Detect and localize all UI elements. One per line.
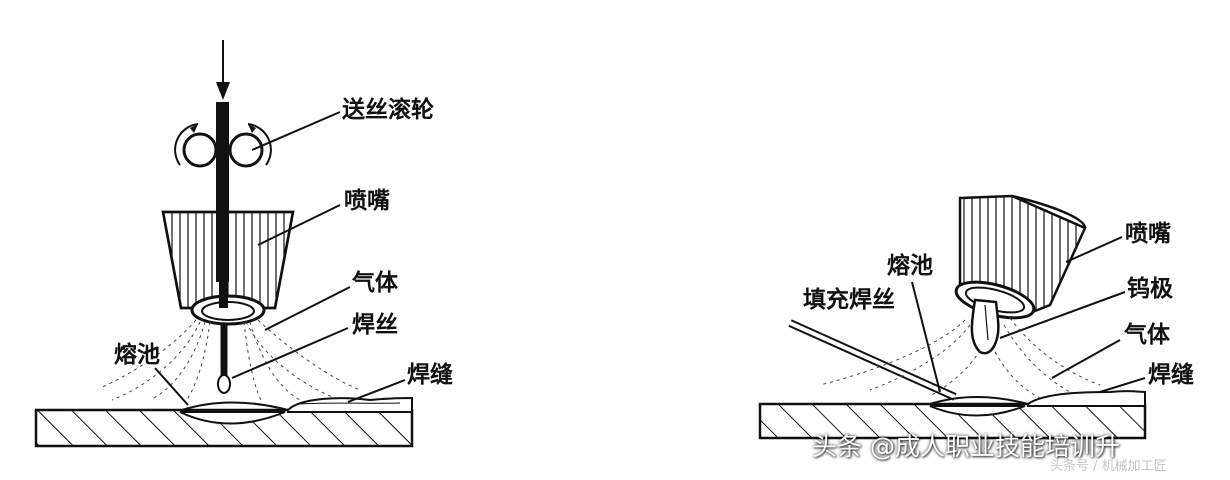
- gas-flow: [99, 319, 361, 403]
- watermark-faint: 头条号 / 机械加工匠: [1050, 459, 1167, 474]
- tungsten-electrode: [970, 298, 1000, 355]
- label-feed-rollers: 送丝滚轮: [342, 97, 434, 123]
- feed-rollers: [174, 123, 272, 172]
- filler-wire: [788, 319, 957, 401]
- label-gas: 气体: [352, 270, 398, 296]
- nozzle-tilted: [954, 194, 1087, 320]
- label-tungsten: 钨极: [1127, 276, 1173, 302]
- label-gas-right: 气体: [1124, 322, 1170, 348]
- label-weld-seam-right: 焊缝: [1148, 362, 1194, 388]
- right-leaders: [911, 236, 1146, 393]
- label-wire: 焊丝: [352, 312, 398, 338]
- label-pool-right: 熔池: [887, 253, 933, 279]
- left-diagram: [34, 40, 414, 448]
- right-diagram: [758, 194, 1147, 440]
- workpiece-right: [758, 390, 1147, 440]
- workpiece: [34, 396, 414, 448]
- label-weld-seam: 焊缝: [407, 362, 453, 388]
- label-nozzle: 喷嘴: [344, 188, 390, 214]
- watermark: 头条 @成人职业技能培训升: [812, 432, 1120, 461]
- label-filler-wire: 填充焊丝: [803, 287, 895, 313]
- feed-arrow: [216, 40, 230, 100]
- label-pool: 熔池: [114, 342, 160, 368]
- label-nozzle-right: 喷嘴: [1125, 221, 1171, 247]
- nozzle: [161, 210, 295, 326]
- left-leaders: [154, 111, 406, 406]
- gas-flow-right: [819, 317, 1101, 399]
